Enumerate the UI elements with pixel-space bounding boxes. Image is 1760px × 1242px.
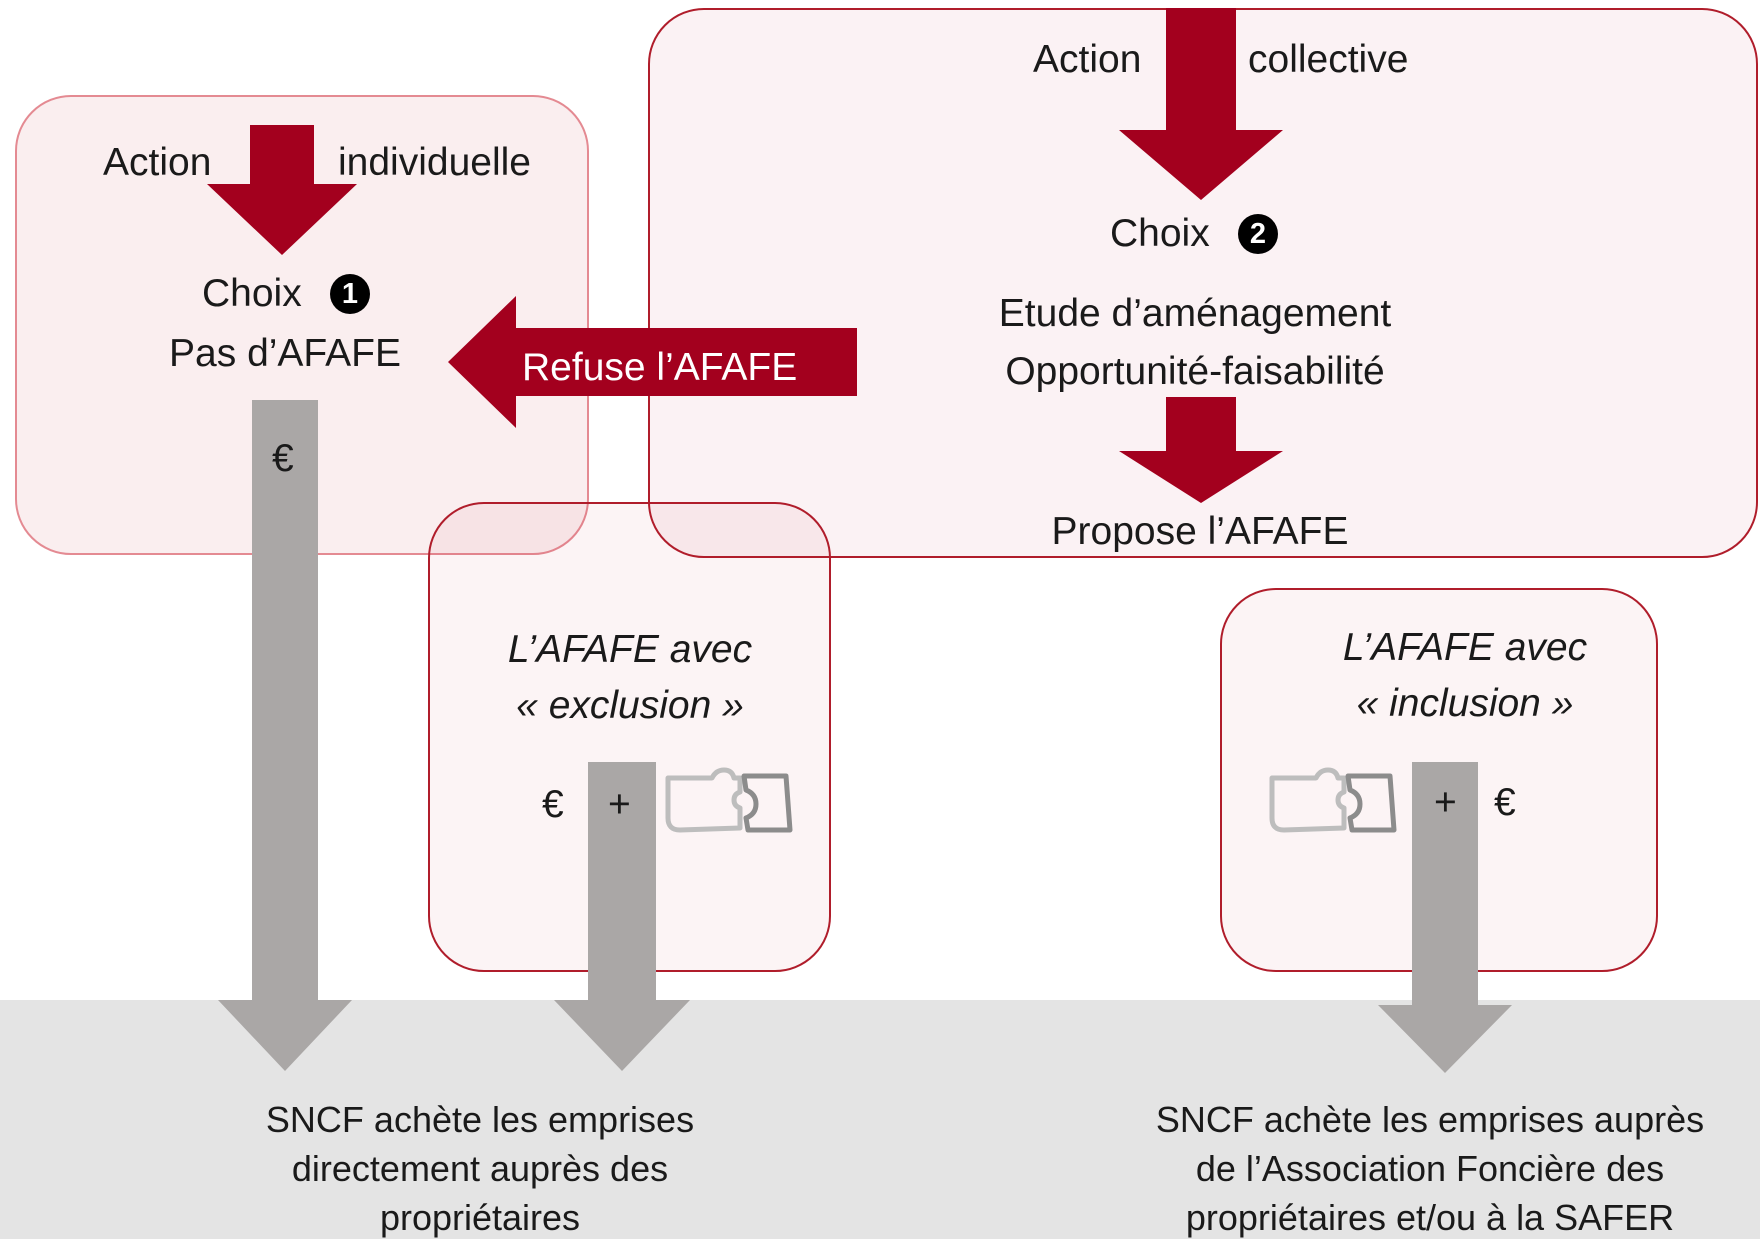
puzzle-icon-inclusion [1269,767,1397,833]
collective-action-word: Action [1033,38,1142,81]
refuse-left-arrow [448,296,857,428]
choice-1-badge: 1 [330,274,370,314]
individual-choice-label: Choix [202,272,302,315]
footer-right-line-2: de l’Association Foncière des [1195,1148,1665,1189]
inclusion-line-1: L’AFAFE avec [1342,626,1588,669]
exclusion-euro: € [542,783,564,826]
footer-right-line-1: SNCF achète les emprises auprès [1155,1099,1705,1140]
no-afafe-label: Pas d’AFAFE [169,332,401,375]
study-line-2: Opportunité-faisabilité [1005,350,1385,393]
puzzle-icon-exclusion [665,767,793,833]
footer-left-line-1: SNCF achète les emprises [265,1099,695,1140]
exclusion-line-1: L’AFAFE avec [507,628,753,671]
collective-down-arrow [1119,8,1283,200]
grey-arrow-exclusion [554,762,690,1071]
collective-choice-label: Choix [1110,212,1210,255]
individual-down-arrow [207,125,357,255]
exclusion-line-2: « exclusion » [516,684,744,727]
footer-left-text: SNCF achète les emprises directement aup… [180,1095,780,1242]
study-line-1: Etude d’aménagement [998,292,1392,335]
propose-afafe-label: Propose l’AFAFE [1051,510,1349,553]
study-down-arrow [1119,397,1283,503]
grey-arrow-inclusion [1378,762,1512,1073]
choice-2-badge: 2 [1238,214,1278,254]
refuse-afafe-label: Refuse l’AFAFE [522,346,798,389]
footer-left-line-3: propriétaires [379,1197,581,1238]
exclusion-plus: + [608,783,631,826]
grey-arrow-individual [218,400,352,1071]
individual-action-word: Action [103,141,212,184]
footer-right-line-3: propriétaires et/ou à la SAFER [1185,1197,1675,1238]
inclusion-euro: € [1494,781,1516,824]
footer-left-line-2: directement auprès des [291,1148,669,1189]
euro-individual: € [272,437,294,480]
individual-action-type: individuelle [338,141,531,184]
collective-action-type: collective [1248,38,1409,81]
inclusion-line-2: « inclusion » [1356,682,1574,725]
inclusion-plus: + [1434,781,1457,824]
footer-right-text: SNCF achète les emprises auprès de l’Ass… [1110,1095,1750,1242]
